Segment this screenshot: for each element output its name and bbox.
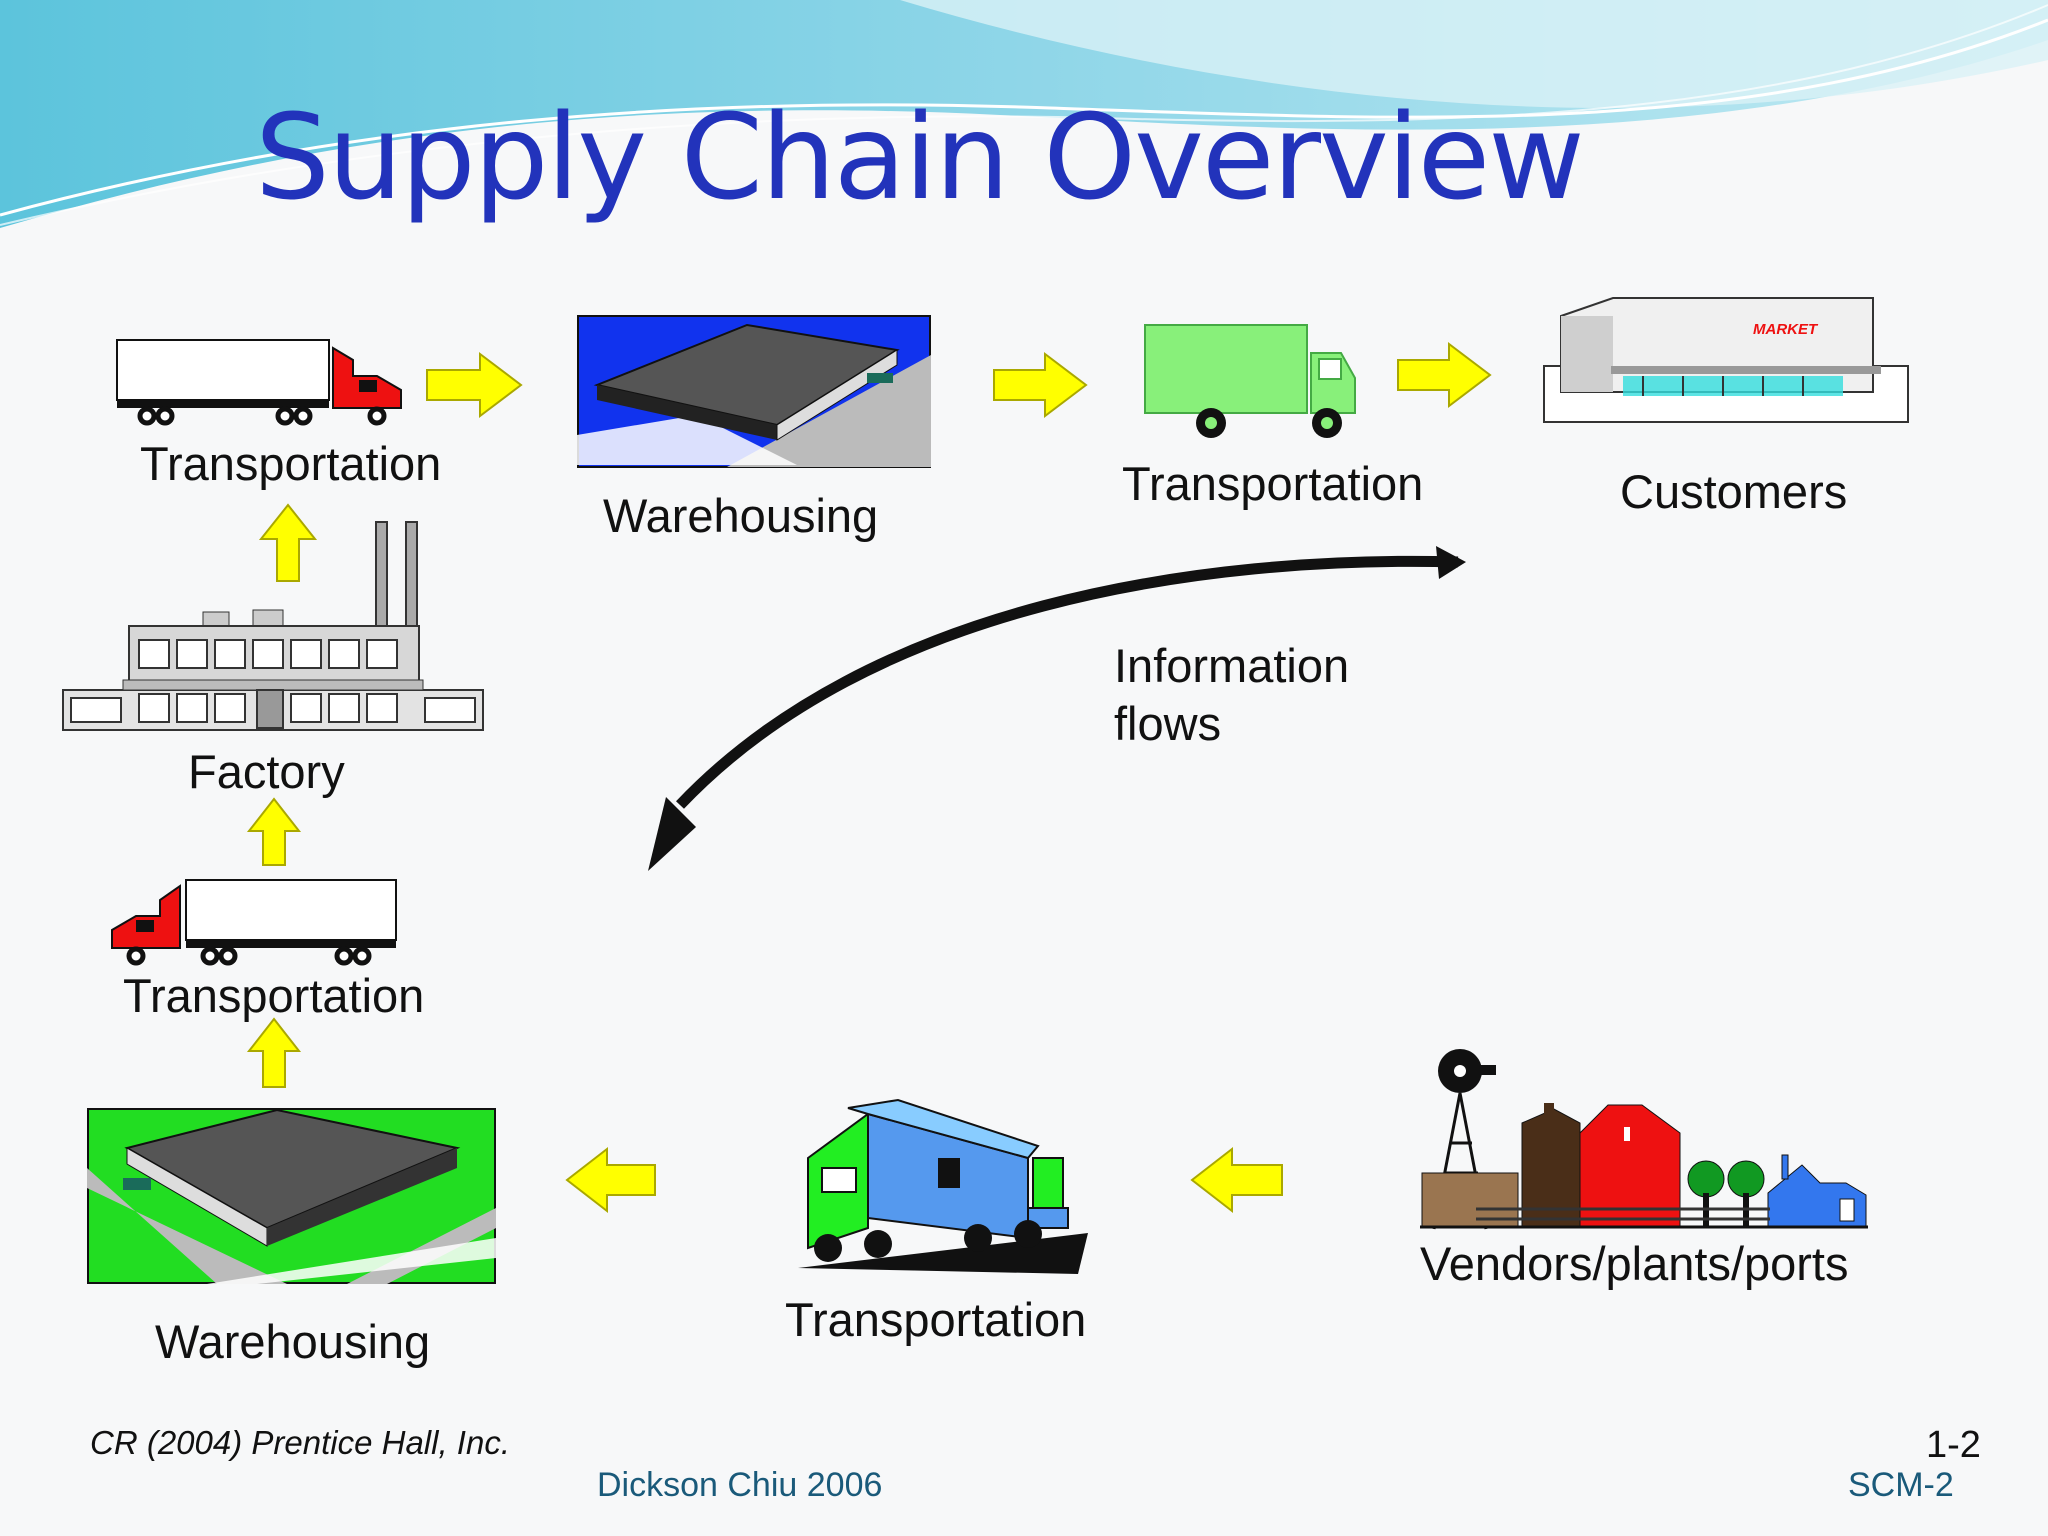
- transportation-label-top-mid: Transportation: [1122, 457, 1424, 510]
- customers-label: Customers: [1620, 465, 1848, 518]
- transportation-label-top-left: Transportation: [140, 437, 442, 490]
- information-flow-arrow: [648, 546, 1466, 871]
- factory-label: Factory: [188, 745, 345, 798]
- warehousing-label-top: Warehousing: [603, 489, 879, 542]
- transportation-label-bottom-mid: Transportation: [785, 1293, 1087, 1346]
- flow-arrow-right-1: [426, 351, 523, 419]
- factory-icon: [62, 521, 484, 731]
- farm-vendors-icon: [1420, 1049, 1868, 1230]
- flow-arrow-up-3: [246, 1017, 302, 1088]
- flow-arrow-up-2: [246, 797, 302, 866]
- flow-arrow-left-2: [1190, 1146, 1283, 1214]
- market-store-icon: MARKET: [1543, 297, 1909, 423]
- flow-arrow-left-1: [565, 1146, 656, 1214]
- footer-course-code: SCM-2: [1848, 1466, 1954, 1504]
- copyright-credit: CR (2004) Prentice Hall, Inc.: [90, 1424, 510, 1461]
- locomotive-icon: [798, 1098, 1088, 1274]
- header-wave-banner: [0, 0, 2048, 228]
- footer-author: Dickson Chiu 2006: [597, 1466, 883, 1504]
- information-flows-label-line1: Information: [1114, 639, 1350, 692]
- flow-arrow-right-2: [993, 351, 1088, 419]
- semi-truck-icon: [116, 339, 402, 426]
- flow-arrow-up-1: [258, 503, 318, 582]
- semi-truck-icon-left: [111, 879, 397, 966]
- warehousing-label-bottom: Warehousing: [155, 1315, 431, 1368]
- flow-arrow-right-3: [1397, 341, 1492, 409]
- information-flows-label-line2: flows: [1114, 697, 1222, 750]
- warehouse-icon-top: [577, 315, 931, 468]
- page-title: Supply Chain Overview: [255, 88, 1585, 226]
- slide-page-number: 1-2: [1926, 1424, 1981, 1466]
- market-sign-text: MARKET: [1753, 321, 1819, 338]
- transportation-label-left-mid: Transportation: [123, 969, 425, 1022]
- vendors-plants-ports-label: Vendors/plants/ports: [1420, 1237, 1849, 1290]
- delivery-truck-icon: [1144, 324, 1356, 438]
- warehouse-icon-bottom: [87, 1108, 496, 1284]
